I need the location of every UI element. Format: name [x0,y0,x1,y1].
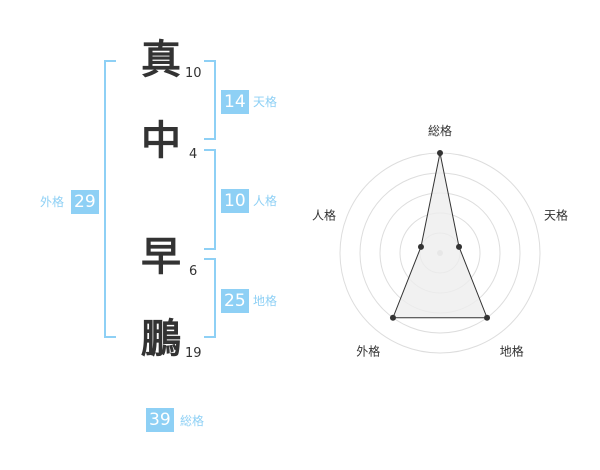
radar-axis-label-3: 外格 [356,344,380,359]
radar-axis-label-0: 総格 [428,123,452,138]
radar-axis-label-2: 地格 [500,344,524,359]
tenkaku-label: 天格 [253,95,278,109]
radar-axis-label-1: 天格 [544,207,568,222]
radar-point-1 [456,243,463,250]
radar-points [389,150,491,321]
stroke-count-4: 19 [185,346,202,361]
radar-point-3 [389,314,396,321]
radar-point-4 [417,243,424,250]
radar-polygon [392,152,488,319]
chikaku-value: 25 [221,289,249,313]
name-char-2: 中 [141,118,181,164]
soukaku-value: 39 [146,408,174,432]
radar-point-0 [437,150,443,156]
name-char-4: 鵬 [141,316,181,362]
jinkaku-bracket [204,149,216,250]
stroke-count-3: 6 [189,264,198,279]
jinkaku-value: 10 [221,189,249,213]
gaikaku-label: 外格 [40,195,65,209]
stroke-count-2: 4 [189,147,198,162]
chikaku-label: 地格 [253,294,278,308]
radar-point-2 [484,314,491,321]
name-char-1: 真 [141,37,181,83]
gaikaku-bracket [104,60,116,338]
chikaku-bracket [204,258,216,338]
tenkaku-value: 14 [221,90,249,114]
radar-axis-label-4: 人格 [312,207,336,222]
name-char-3: 早 [141,234,181,280]
jinkaku-label: 人格 [253,194,278,208]
soukaku-label: 総格 [180,414,205,428]
gaikaku-value: 29 [71,190,99,214]
tenkaku-bracket [204,60,216,140]
stroke-count-1: 10 [185,66,202,81]
